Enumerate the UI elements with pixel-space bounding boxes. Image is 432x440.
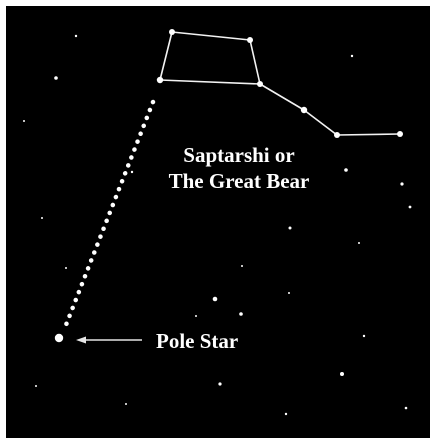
constellation-svg xyxy=(6,6,430,438)
constellation-line xyxy=(160,80,260,84)
background-star xyxy=(344,168,348,172)
background-star xyxy=(54,76,58,80)
background-star xyxy=(358,242,360,244)
night-sky-diagram: Saptarshi or The Great Bear Pole Star xyxy=(6,6,430,438)
background-star xyxy=(35,385,37,387)
constellation-lines xyxy=(160,32,400,135)
background-star xyxy=(125,403,127,405)
background-star xyxy=(195,315,197,317)
constellation-line xyxy=(304,110,337,135)
background-star xyxy=(239,312,243,316)
background-star xyxy=(400,182,403,185)
title-line-2: The Great Bear xyxy=(154,168,324,194)
background-star xyxy=(41,217,43,219)
dipper-star xyxy=(157,77,163,83)
dipper-star xyxy=(397,131,403,137)
constellation-line xyxy=(250,40,260,84)
background-star xyxy=(409,206,412,209)
background-star xyxy=(285,413,287,415)
background-star xyxy=(405,407,408,410)
constellation-line xyxy=(160,32,172,80)
pole-star-label: Pole Star xyxy=(156,328,238,354)
background-star xyxy=(23,120,25,122)
background-stars xyxy=(23,35,411,415)
background-star xyxy=(351,55,353,57)
background-star xyxy=(213,297,218,302)
background-star xyxy=(340,372,344,376)
background-star xyxy=(131,171,133,173)
dipper-star xyxy=(247,37,253,43)
constellation-label: Saptarshi or The Great Bear xyxy=(154,142,324,194)
background-star xyxy=(289,227,292,230)
constellation-line xyxy=(260,84,304,110)
dipper-star xyxy=(301,107,307,113)
constellation-line xyxy=(172,32,250,40)
dipper-star xyxy=(169,29,175,35)
constellation-stars xyxy=(157,29,403,138)
dotted-pointer-line xyxy=(66,102,153,325)
background-star xyxy=(241,265,243,267)
pole-star xyxy=(55,334,63,342)
background-star xyxy=(288,292,290,294)
dipper-star xyxy=(257,81,263,87)
label-arrow xyxy=(76,337,142,344)
constellation-line xyxy=(337,134,400,135)
background-star xyxy=(363,335,365,337)
background-star xyxy=(65,267,67,269)
title-line-1: Saptarshi or xyxy=(154,142,324,168)
dipper-star xyxy=(334,132,340,138)
background-star xyxy=(218,382,221,385)
background-star xyxy=(75,35,77,37)
